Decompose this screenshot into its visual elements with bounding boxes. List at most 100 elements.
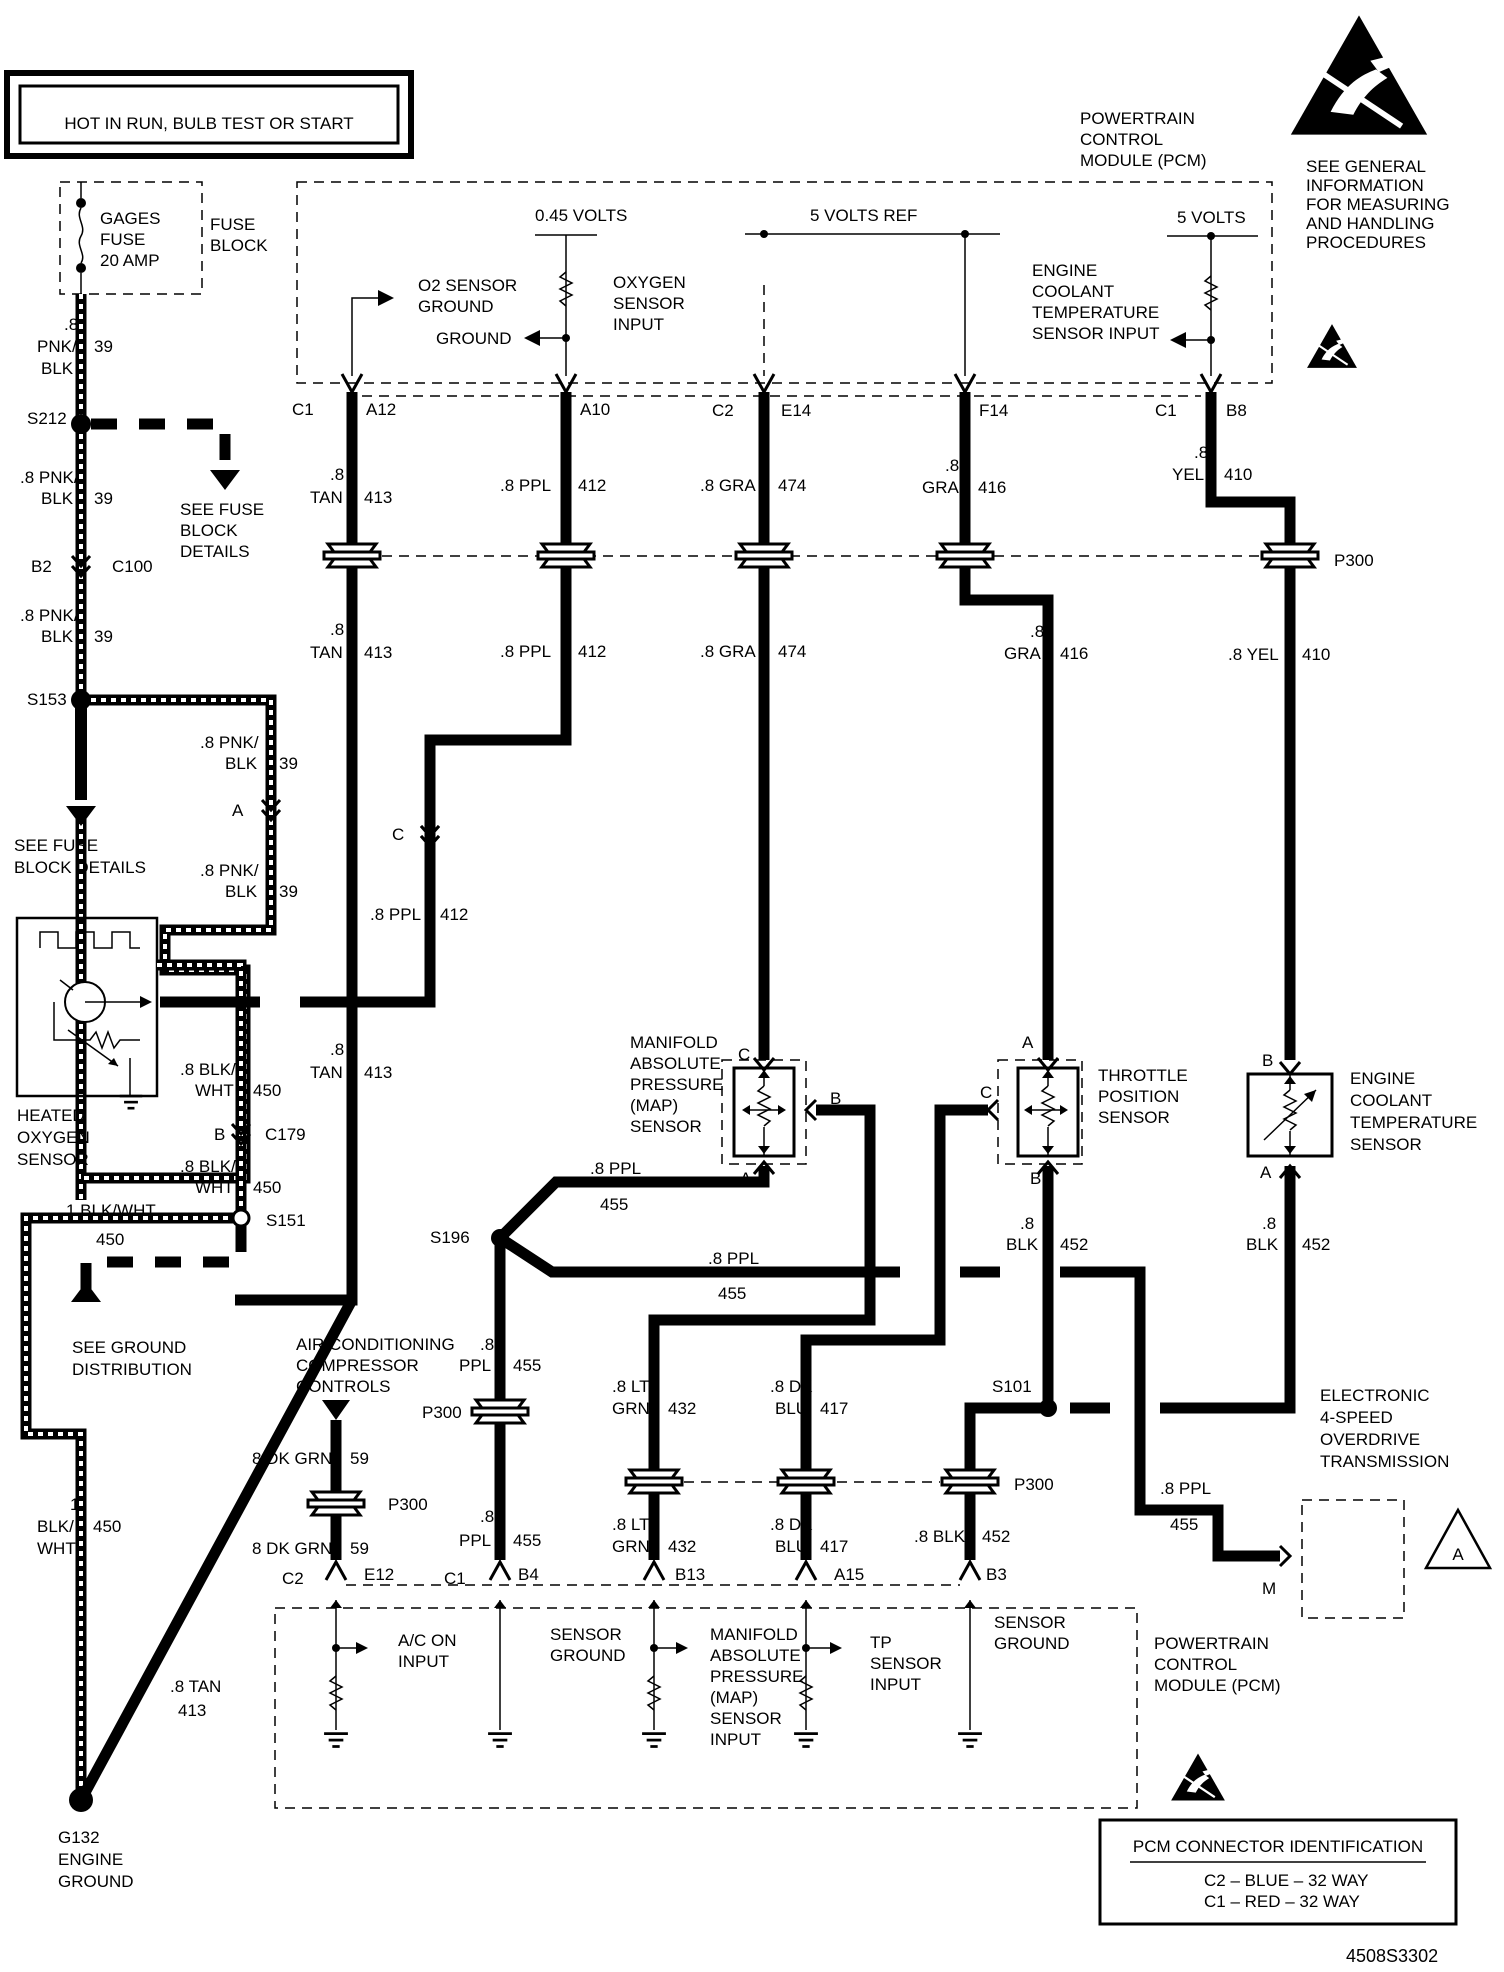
splice-s101	[1039, 1399, 1057, 1417]
svg-text:C: C	[738, 1045, 750, 1064]
svg-text:39: 39	[94, 627, 113, 646]
svg-text:452: 452	[1302, 1235, 1330, 1254]
esd-warning-top: SEE GENERAL INFORMATION FOR MEASURING AN…	[1291, 15, 1450, 252]
svg-text:DETAILS: DETAILS	[180, 542, 250, 561]
power-source-label: HOT IN RUN, BULB TEST OR START	[64, 114, 353, 133]
svg-text:MANIFOLD: MANIFOLD	[630, 1033, 718, 1052]
svg-text:BLK: BLK	[41, 489, 74, 508]
svg-text:5 VOLTS REF: 5 VOLTS REF	[810, 206, 917, 225]
svg-text:SENSOR: SENSOR	[550, 1625, 622, 1644]
svg-text:HEATED: HEATED	[17, 1106, 85, 1125]
svg-text:450: 450	[253, 1178, 281, 1197]
fuse-block-label-2: BLOCK	[210, 236, 268, 255]
svg-text:C: C	[392, 825, 404, 844]
svg-text:A/C ON: A/C ON	[398, 1631, 457, 1650]
pcm-bottom-module: POWERTRAIN CONTROL MODULE (PCM) A/C ON I…	[274, 1600, 1281, 1809]
svg-text:A: A	[1260, 1163, 1272, 1182]
svg-text:B8: B8	[1226, 401, 1247, 420]
svg-text:452: 452	[1060, 1235, 1088, 1254]
svg-text:474: 474	[778, 476, 806, 495]
svg-text:SENSOR: SENSOR	[710, 1709, 782, 1728]
pcm-top-labels: POWERTRAIN CONTROL MODULE (PCM)	[1080, 109, 1207, 170]
svg-text:TRANSMISSION: TRANSMISSION	[1320, 1452, 1449, 1471]
p300-connector	[306, 1490, 366, 1517]
svg-text:S196: S196	[430, 1228, 470, 1247]
splice-s151	[231, 1208, 251, 1228]
svg-text:.8 TAN: .8 TAN	[170, 1677, 221, 1696]
svg-text:F14: F14	[979, 401, 1008, 420]
svg-text:452: 452	[982, 1527, 1010, 1546]
circuit-452: S101 .8 BLK 452 .8 BLK 452 .8 BLK 452 EL…	[914, 1166, 1449, 1560]
svg-text:C1: C1	[1155, 401, 1177, 420]
svg-text:450: 450	[93, 1517, 121, 1536]
svg-text:AIR CONDITIONING: AIR CONDITIONING	[296, 1335, 455, 1354]
svg-text:GROUND: GROUND	[550, 1646, 626, 1665]
svg-text:C100: C100	[112, 557, 153, 576]
svg-text:.8 LT: .8 LT	[612, 1377, 649, 1396]
svg-text:BLOCK DETAILS: BLOCK DETAILS	[14, 858, 146, 877]
svg-text:.8 PPL: .8 PPL	[1160, 1479, 1211, 1498]
circuit-450: .8 BLK/ WHT 450 B C179 .8 BLK/ WHT 450 1…	[20, 959, 306, 1800]
fuse-block: GAGES FUSE 20 AMP FUSE BLOCK	[59, 181, 268, 295]
svg-text:410: 410	[1224, 465, 1252, 484]
svg-text:PRESSURE: PRESSURE	[710, 1667, 804, 1686]
pcm-top-module: 0.45 VOLTS 5 VOLTS REF 5 VOLTS O2 SENSOR…	[296, 181, 1358, 384]
svg-text:39: 39	[279, 882, 298, 901]
ground-icon	[486, 1732, 514, 1748]
svg-text:THROTTLE: THROTTLE	[1098, 1066, 1188, 1085]
svg-text:.8: .8	[480, 1335, 494, 1354]
svg-text:B2: B2	[31, 557, 52, 576]
svg-text:SENSOR: SENSOR	[870, 1654, 942, 1673]
svg-text:POWERTRAIN: POWERTRAIN	[1154, 1634, 1269, 1653]
svg-text:PRESSURE: PRESSURE	[630, 1075, 724, 1094]
svg-text:412: 412	[578, 476, 606, 495]
svg-text:450: 450	[253, 1081, 281, 1100]
svg-text:AND HANDLING: AND HANDLING	[1306, 214, 1434, 233]
svg-text:BLK: BLK	[1006, 1235, 1039, 1254]
svg-text:A12: A12	[366, 400, 396, 419]
ground-icon	[322, 1732, 350, 1748]
svg-text:0.45 VOLTS: 0.45 VOLTS	[535, 206, 627, 225]
fuse-label-3: 20 AMP	[100, 251, 160, 270]
svg-text:.8 LT: .8 LT	[612, 1515, 649, 1534]
svg-text:.8: .8	[480, 1507, 494, 1526]
svg-text:417: 417	[820, 1537, 848, 1556]
circuit-432: .8 LT GRN 432 .8 LT GRN 432	[612, 1104, 876, 1560]
p300-lower-connector: P300	[624, 1468, 1054, 1495]
svg-text:413: 413	[364, 1063, 392, 1082]
svg-text:M: M	[1262, 1579, 1276, 1598]
svg-text:.8 DK: .8 DK	[770, 1515, 813, 1534]
svg-text:413: 413	[364, 488, 392, 507]
svg-text:COOLANT: COOLANT	[1350, 1091, 1432, 1110]
svg-text:GROUND: GROUND	[436, 329, 512, 348]
svg-text:.8: .8	[330, 620, 344, 639]
svg-text:SENSOR: SENSOR	[613, 294, 685, 313]
svg-text:C1: C1	[292, 400, 314, 419]
svg-text:SENSOR: SENSOR	[1098, 1108, 1170, 1127]
pcm-bottom-terminals: C2 E12 C1 B4 B13 A15 B3	[282, 1558, 1007, 1588]
svg-text:412: 412	[578, 642, 606, 661]
esd-icon-small	[1306, 322, 1358, 370]
svg-text:SENSOR: SENSOR	[994, 1613, 1066, 1632]
svg-text:S151: S151	[266, 1211, 306, 1230]
svg-text:412: 412	[440, 905, 468, 924]
svg-text:C179: C179	[265, 1125, 306, 1144]
svg-text:INPUT: INPUT	[613, 315, 664, 334]
svg-text:OXYGEN: OXYGEN	[613, 273, 686, 292]
svg-text:1: 1	[70, 1495, 79, 1514]
throttle-position-sensor: A C B THROTTLE POSITION SENSOR	[980, 1033, 1188, 1188]
svg-text:BLK: BLK	[41, 627, 74, 646]
svg-text:B3: B3	[986, 1565, 1007, 1584]
splice-s212	[71, 414, 91, 434]
splice-s196	[491, 1229, 509, 1247]
svg-text:C: C	[980, 1083, 992, 1102]
svg-text:BLK: BLK	[1246, 1235, 1279, 1254]
svg-text:B: B	[1030, 1169, 1041, 1188]
circuit-417: .8 DK BLU 417 .8 DK BLU 417	[770, 1104, 988, 1560]
svg-text:TEMPERATURE: TEMPERATURE	[1032, 303, 1159, 322]
pcm-connector-identification: PCM CONNECTOR IDENTIFICATION C2 – BLUE –…	[1098, 1818, 1458, 1926]
svg-text:OXYGEN: OXYGEN	[17, 1128, 90, 1147]
svg-text:450: 450	[96, 1230, 124, 1249]
svg-text:COMPRESSOR: COMPRESSOR	[296, 1356, 419, 1375]
